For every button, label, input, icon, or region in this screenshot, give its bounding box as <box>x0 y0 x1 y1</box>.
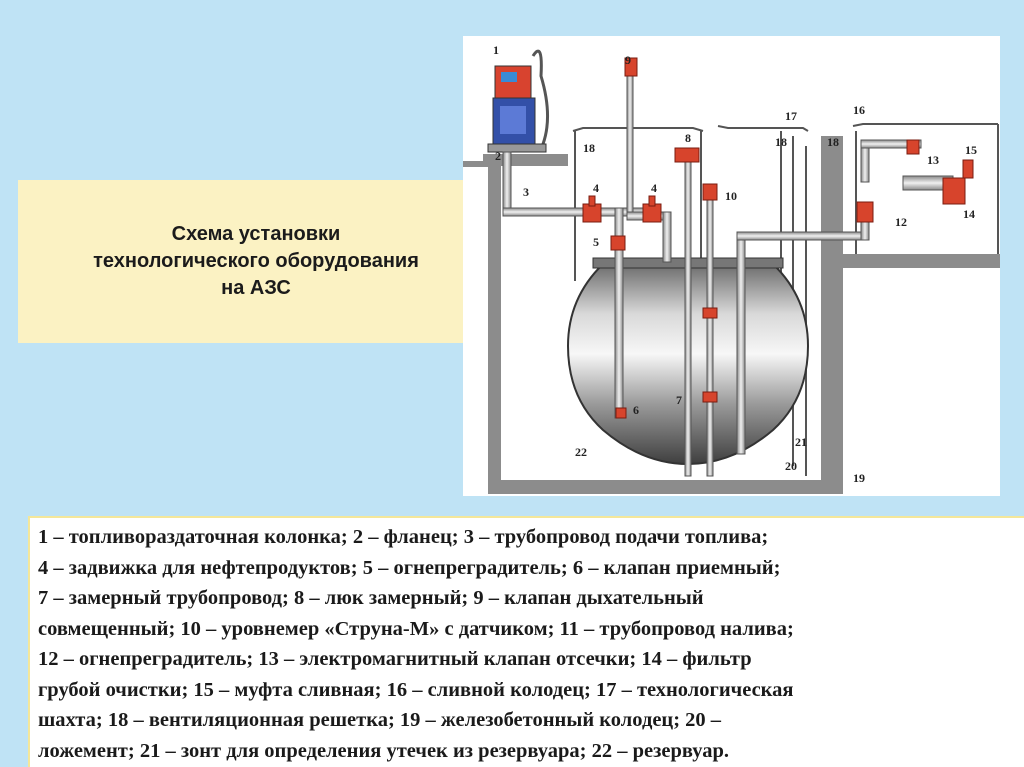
label-6: 6 <box>633 403 639 417</box>
label-13: 13 <box>927 153 939 167</box>
label-1: 1 <box>493 43 499 57</box>
label-15: 15 <box>965 143 977 157</box>
label-8: 8 <box>685 131 691 145</box>
label-18b: 18 <box>775 135 787 149</box>
label-20: 20 <box>785 459 797 473</box>
equipment-diagram: 1 2 3 4 4 5 6 7 8 9 10 11 12 13 14 15 16… <box>463 36 1000 496</box>
pipes <box>502 75 954 477</box>
label-18c: 18 <box>827 135 839 149</box>
legend-line: 12 – огнепреградитель; 13 – электромагни… <box>38 648 752 670</box>
legend-line: 4 – задвижка для нефтепродуктов; 5 – огн… <box>38 556 781 579</box>
label-9: 9 <box>625 53 631 67</box>
label-2: 2 <box>495 149 501 163</box>
diagram-drawing: 1 2 3 4 4 5 6 7 8 9 10 11 12 13 14 15 16… <box>463 43 1000 494</box>
label-12: 12 <box>895 215 907 229</box>
label-4a: 4 <box>593 181 599 195</box>
legend-panel: 1 – топливораздаточная колонка; 2 – флан… <box>28 516 1024 767</box>
shaft-lines <box>572 123 999 476</box>
label-5: 5 <box>593 235 599 249</box>
label-10: 10 <box>725 189 737 203</box>
label-16: 16 <box>853 103 865 117</box>
title-panel: Схема установки технологического оборудо… <box>18 180 464 343</box>
label-21: 21 <box>795 435 807 449</box>
legend-line: ложемент; 21 – зонт для определения утеч… <box>38 739 729 762</box>
label-4b: 4 <box>651 181 657 195</box>
label-17: 17 <box>785 109 797 123</box>
label-19: 19 <box>853 471 865 485</box>
callout-labels: 1 2 3 4 4 5 6 7 8 9 10 11 12 13 14 15 16… <box>493 43 977 485</box>
legend-line: шахта; 18 – вентиляционная решетка; 19 –… <box>38 709 722 731</box>
slide-title: Схема установки технологического оборудо… <box>93 223 419 299</box>
legend-line: 7 – замерный трубопровод; 8 – люк замерн… <box>38 587 704 609</box>
legend-text: 1 – топливораздаточная колонка; 2 – флан… <box>38 522 794 766</box>
dispenser <box>487 49 550 153</box>
concrete-pit <box>463 136 1000 494</box>
label-7: 7 <box>676 393 682 407</box>
legend-line: 1 – топливораздаточная колонка; 2 – флан… <box>38 526 769 548</box>
label-3: 3 <box>523 185 529 199</box>
valves <box>582 57 974 419</box>
label-14: 14 <box>963 207 975 221</box>
legend-line: совмещенный; 10 – уровнемер «Струна-М» с… <box>38 617 794 640</box>
legend-line: грубой очистки; 15 – муфта сливная; 16 –… <box>38 678 794 701</box>
label-22: 22 <box>575 445 587 459</box>
label-18a: 18 <box>583 141 595 155</box>
